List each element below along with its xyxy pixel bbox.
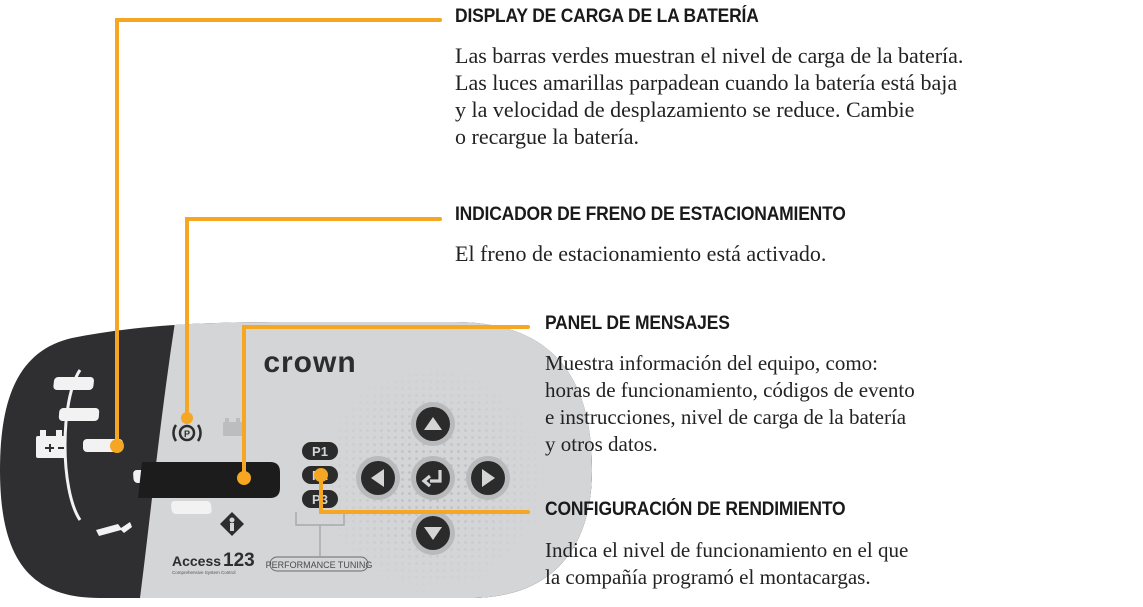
message-screen: [138, 462, 280, 498]
svg-text:PERFORMANCE TUNING: PERFORMANCE TUNING: [266, 560, 373, 570]
svg-text:P1: P1: [312, 444, 328, 459]
battery-bar-1: [171, 501, 212, 514]
right-button[interactable]: [466, 456, 510, 500]
callout-line: Las luces amarillas parpadean cuando la …: [455, 70, 958, 95]
callout-parking-brake: INDICADOR DE FRENO DE ESTACIONAMIENTO El…: [455, 204, 880, 267]
endpoint-battery: [110, 439, 124, 453]
callout-body: El freno de estacionamiento está activad…: [455, 240, 880, 267]
callout-line: o recargue la batería.: [455, 124, 640, 149]
callout-endpoints: [110, 412, 328, 485]
callout-message-panel: PANEL DE MENSAJES Muestra información de…: [545, 313, 915, 458]
callout-title: INDICADOR DE FRENO DE ESTACIONAMIENTO: [455, 204, 846, 225]
battery-warning-icon: [223, 418, 243, 436]
callout-line: y otros datos.: [545, 432, 658, 456]
navigation-pad: [356, 402, 510, 555]
wrench-icon: [96, 522, 132, 536]
callout-line: Las barras verdes muestran el nivel de c…: [455, 43, 964, 68]
callout-body: Las barras verdes muestran el nivel de c…: [455, 42, 963, 150]
leader-parking-brake: [185, 217, 442, 422]
callout-performance-setting: CONFIGURACIÓN DE RENDIMIENTO Indica el n…: [545, 499, 908, 591]
endpoint-parking-brake: [181, 412, 193, 424]
p1-key[interactable]: P1: [302, 442, 338, 460]
battery-bar-4: [58, 408, 100, 421]
callout-line: la compañía programó el montacargas.: [545, 565, 871, 589]
callout-line: El freno de estacionamiento está activad…: [455, 241, 827, 266]
callout-line: horas de funcionamiento, códigos de even…: [545, 378, 915, 402]
left-button[interactable]: [356, 456, 400, 500]
parking-brake-icon: P: [172, 424, 202, 442]
enter-button[interactable]: [411, 456, 455, 500]
callout-line: e instrucciones, nivel de carga de la ba…: [545, 405, 907, 429]
callout-line: Muestra información del equipo, como:: [545, 351, 878, 375]
control-panel: P crown P1 P2 P3: [0, 322, 592, 598]
leader-battery: [115, 18, 442, 446]
up-button[interactable]: [411, 402, 455, 446]
brand-logo: crown: [263, 346, 356, 379]
callout-line: Indica el nivel de funcionamiento en el …: [545, 538, 909, 562]
callout-body: Indica el nivel de funcionamiento en el …: [545, 537, 908, 591]
svg-text:Comprehensive System Control: Comprehensive System Control: [172, 570, 236, 575]
callout-body: Muestra información del equipo, como: ho…: [545, 350, 915, 458]
callout-title: CONFIGURACIÓN DE RENDIMIENTO: [545, 499, 846, 520]
callout-leaders: [115, 18, 530, 514]
svg-text:P: P: [184, 429, 190, 439]
down-button[interactable]: [411, 511, 455, 555]
callout-line: y la velocidad de desplazamiento se redu…: [455, 97, 915, 122]
performance-tuning-label: PERFORMANCE TUNING: [266, 556, 373, 572]
endpoint-message-panel: [237, 471, 251, 485]
callout-battery-display: DISPLAY DE CARGA DE LA BATERÍA Las barra…: [455, 6, 963, 150]
svg-text:Access: Access: [172, 553, 221, 569]
endpoint-performance: [314, 468, 328, 482]
svg-text:123: 123: [223, 550, 255, 571]
battery-icon: [36, 430, 66, 458]
callout-title: PANEL DE MENSAJES: [545, 313, 730, 334]
callout-title: DISPLAY DE CARGA DE LA BATERÍA: [455, 6, 759, 27]
leader-performance: [319, 473, 530, 514]
leader-message-panel: [242, 325, 530, 480]
access-123-logo: Access 123 Comprehensive System Control: [172, 550, 255, 575]
operator-presence-icon: [220, 512, 244, 536]
